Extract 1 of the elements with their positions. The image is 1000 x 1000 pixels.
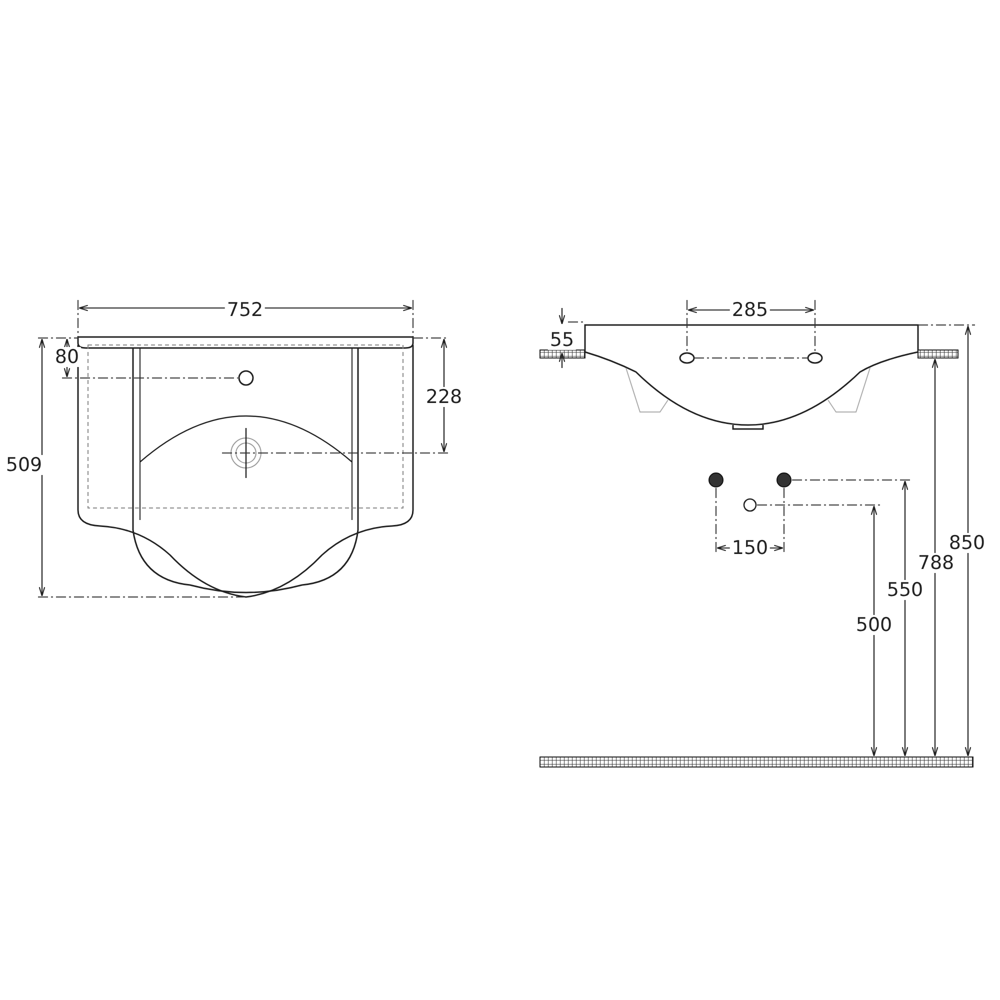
dimension-label: 55 [548,330,576,350]
